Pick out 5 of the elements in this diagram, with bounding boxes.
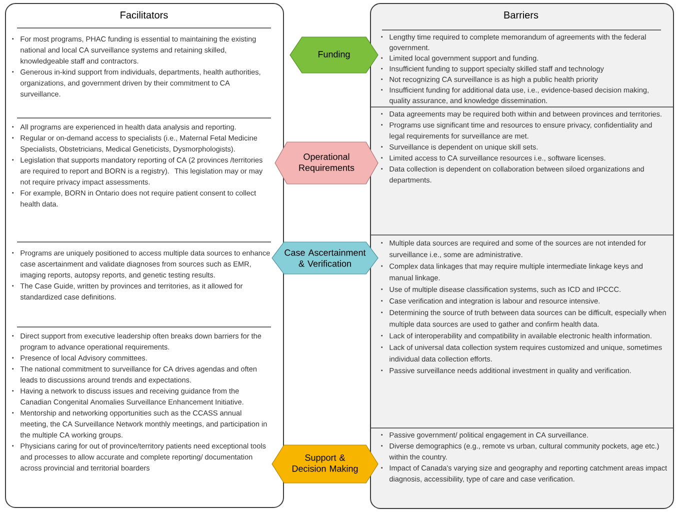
panel-heading: Barriers	[504, 11, 538, 19]
panel-heading: Facilitators	[120, 11, 168, 19]
category-hexagon: Funding	[290, 36, 378, 74]
panel	[5, 3, 284, 508]
panel	[370, 3, 674, 509]
